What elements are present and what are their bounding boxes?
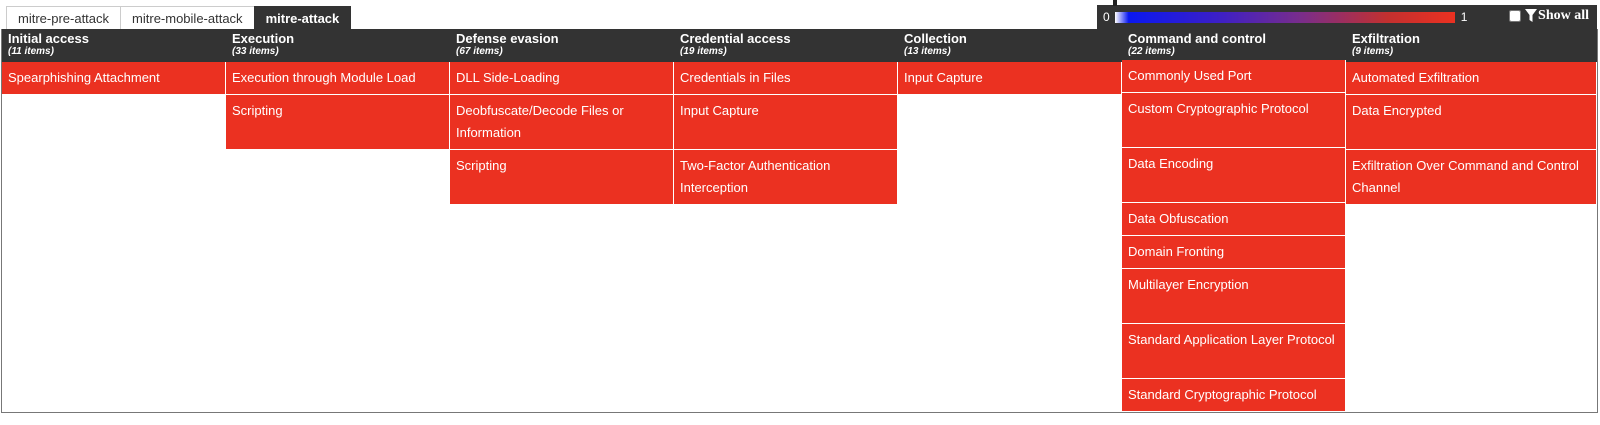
technique-cell[interactable]: Data Encoding <box>1122 148 1346 203</box>
column-initial-access: Initial access (11 items) Spearphishing … <box>2 29 226 412</box>
column-count: (19 items) <box>680 46 727 57</box>
column-defense-evasion: Defense evasion (67 items) DLL Side-Load… <box>450 29 674 412</box>
technique-cell[interactable]: Commonly Used Port <box>1122 60 1346 93</box>
tab-bar: mitre-pre-attack mitre-mobile-attack mit… <box>6 6 352 29</box>
column-command-and-control: Command and control (22 items) Commonly … <box>1122 29 1346 412</box>
technique-cell[interactable]: Input Capture <box>674 95 898 150</box>
technique-cell[interactable]: Input Capture <box>898 62 1122 95</box>
column-count: (13 items) <box>904 46 951 57</box>
column-body: Automated Exfiltration Data Encrypted Ex… <box>1346 62 1597 412</box>
technique-cell[interactable]: Data Obfuscation <box>1122 203 1346 236</box>
technique-cell[interactable]: Domain Fronting <box>1122 236 1346 269</box>
technique-cell[interactable]: Exfiltration Over Command and Control Ch… <box>1346 150 1597 205</box>
column-body: Spearphishing Attachment <box>2 62 226 412</box>
heatmap-legend: 0 1 Show all <box>1097 0 1597 29</box>
legend-max-label: 1 <box>1460 10 1468 24</box>
column-count: (22 items) <box>1128 46 1175 57</box>
column-header[interactable]: Credential access (19 items) <box>674 29 898 62</box>
column-header[interactable]: Initial access (11 items) <box>2 29 226 62</box>
column-exfiltration: Exfiltration (9 items) Automated Exfiltr… <box>1346 29 1597 412</box>
column-title: Defense evasion <box>456 31 559 46</box>
column-count: (67 items) <box>456 46 503 57</box>
column-header[interactable]: Exfiltration (9 items) <box>1346 29 1597 62</box>
technique-cell[interactable]: Scripting <box>226 95 450 150</box>
show-all-toggle[interactable]: Show all <box>1509 8 1589 24</box>
column-body: DLL Side-Loading Deobfuscate/Decode File… <box>450 62 674 412</box>
technique-cell[interactable]: Multilayer Encryption <box>1122 269 1346 324</box>
technique-cell[interactable]: Credentials in Files <box>674 62 898 95</box>
tab-mitre-pre-attack[interactable]: mitre-pre-attack <box>6 6 122 29</box>
technique-cell[interactable]: Automated Exfiltration <box>1346 62 1597 95</box>
legend-gradient-bar <box>1114 11 1455 23</box>
technique-cell[interactable]: Deobfuscate/Decode Files or Information <box>450 95 674 150</box>
column-title: Execution <box>232 31 295 46</box>
technique-cell[interactable]: Spearphishing Attachment <box>2 62 226 95</box>
column-title: Exfiltration <box>1352 31 1420 46</box>
legend-min-label: 0 <box>1103 10 1110 24</box>
technique-cell[interactable]: Custom Cryptographic Protocol <box>1122 93 1346 148</box>
technique-cell[interactable]: Execution through Module Load <box>226 62 450 95</box>
column-title: Command and control <box>1128 31 1266 46</box>
technique-cell[interactable]: Standard Application Layer Protocol <box>1122 324 1346 379</box>
technique-cell[interactable]: Standard Cryptographic Protocol <box>1122 379 1346 412</box>
filter-icon <box>1525 9 1538 22</box>
column-header[interactable]: Defense evasion (67 items) <box>450 29 674 62</box>
column-title: Credential access <box>680 31 791 46</box>
column-body: Input Capture <box>898 62 1122 412</box>
column-title: Initial access <box>8 31 89 46</box>
legend-indicator <box>1113 0 1117 6</box>
technique-cell[interactable]: Two-Factor Authentication Interception <box>674 150 898 205</box>
tab-mitre-attack[interactable]: mitre-attack <box>253 6 352 29</box>
column-header[interactable]: Command and control (22 items) <box>1122 29 1346 60</box>
show-all-checkbox[interactable] <box>1509 10 1522 22</box>
tab-mitre-mobile-attack[interactable]: mitre-mobile-attack <box>120 6 255 29</box>
technique-cell[interactable]: DLL Side-Loading <box>450 62 674 95</box>
column-header[interactable]: Execution (33 items) <box>226 29 450 62</box>
column-body: Execution through Module Load Scripting <box>226 62 450 412</box>
column-count: (33 items) <box>232 46 279 57</box>
column-count: (9 items) <box>1352 46 1394 57</box>
column-credential-access: Credential access (19 items) Credentials… <box>674 29 898 412</box>
technique-cell[interactable]: Data Encrypted <box>1346 95 1597 150</box>
technique-cell[interactable]: Scripting <box>450 150 674 205</box>
column-title: Collection <box>904 31 967 46</box>
column-count: (11 items) <box>8 46 54 57</box>
column-execution: Execution (33 items) Execution through M… <box>226 29 450 412</box>
column-body: Credentials in Files Input Capture Two-F… <box>674 62 898 412</box>
attack-matrix: Initial access (11 items) Spearphishing … <box>1 29 1598 413</box>
show-all-label: Show all <box>1538 8 1589 23</box>
column-body: Commonly Used Port Custom Cryptographic … <box>1122 60 1346 412</box>
column-header[interactable]: Collection (13 items) <box>898 29 1122 62</box>
column-collection: Collection (13 items) Input Capture <box>898 29 1122 412</box>
